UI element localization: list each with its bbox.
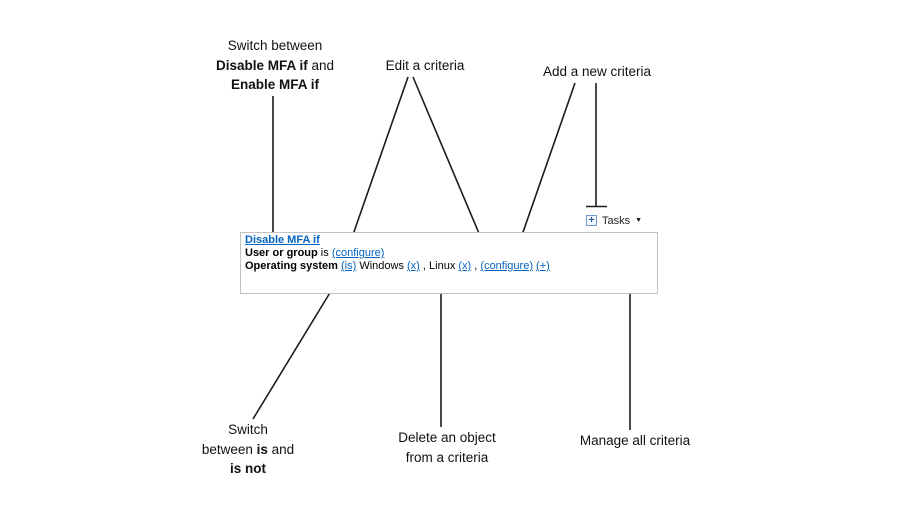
criteria-panel: Disable MFA if User or group is (configu… [240, 232, 658, 294]
disable-mfa-link[interactable]: Disable MFA if [245, 234, 320, 246]
annotation-line: Delete an object [398, 430, 496, 445]
mfa-mode-row: Disable MFA if [245, 234, 653, 247]
tasks-label[interactable]: Tasks [602, 214, 631, 227]
user-group-configure-link[interactable]: (configure) [331, 247, 385, 259]
annotation-switch-mfa: Switch between Disable MFA if and Enable… [195, 36, 355, 95]
annotation-line: between is and [201, 441, 295, 457]
tasks-control[interactable]: + Tasks ▼ [586, 213, 642, 228]
os-value-linux: Linux [429, 260, 456, 272]
os-comma: , [422, 260, 426, 272]
add-criteria-plus-icon[interactable]: + [586, 215, 597, 226]
os-value-windows: Windows [359, 260, 404, 272]
os-linux-remove-link[interactable]: (x) [458, 260, 472, 272]
user-group-verb: is [320, 247, 329, 259]
annotation-add-criteria: Add a new criteria [542, 64, 652, 79]
os-is-link[interactable]: (is) [340, 260, 357, 272]
callout-line-switch-is [252, 271, 353, 420]
annotation-switch-is: Switch between is and is not [184, 420, 312, 479]
annotation-line: Switch [228, 422, 268, 437]
os-windows-remove-link[interactable]: (x) [407, 260, 420, 272]
annotation-line: from a criteria [405, 449, 489, 465]
annotation-line: Enable MFA if [230, 77, 319, 92]
annotation-line: Switch between [227, 38, 323, 53]
os-label: Operating system [245, 260, 338, 272]
os-row: Operating system (is) Windows (x) , Linu… [245, 260, 653, 273]
annotation-line: Disable MFA if and [215, 57, 335, 73]
user-group-label: User or group [245, 247, 318, 259]
annotation-manage-all: Manage all criteria [579, 433, 691, 448]
callout-line-edit-criteria [347, 76, 490, 258]
tasks-caret-icon[interactable]: ▼ [635, 217, 643, 224]
annotation-edit-criteria: Edit a criteria [385, 58, 465, 73]
callout-line-delete-object [432, 278, 450, 427]
os-add-link[interactable]: (+) [536, 260, 550, 272]
user-group-row: User or group is (configure) [245, 247, 653, 260]
os-configure-link[interactable]: (configure) [480, 260, 533, 272]
annotation-line: is not [230, 461, 266, 476]
os-comma: , [474, 260, 478, 272]
annotation-delete-object: Delete an object from a criteria [381, 428, 513, 467]
